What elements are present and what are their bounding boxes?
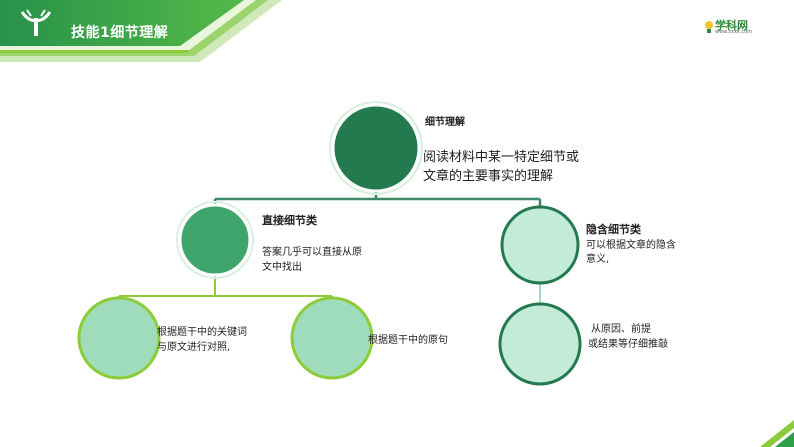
logo: 学科网 www.zxxk.com xyxy=(701,16,763,38)
root-description-line-1: 阅读材料中某一特定细节或 xyxy=(423,150,580,165)
direct-child-node-keyword xyxy=(77,296,161,380)
direct-title: 直接细节类 xyxy=(262,214,317,227)
implicit-node xyxy=(500,205,580,285)
logo-icon xyxy=(705,21,713,33)
root-node xyxy=(331,103,421,193)
direct-child-keyword-line-2: 与原文进行对照, xyxy=(157,342,231,353)
logo-text: 学科网 xyxy=(715,19,748,32)
root-description-line-2: 文章的主要事实的理解 xyxy=(423,169,554,184)
direct-node xyxy=(178,203,252,277)
page-title: 技能1细节理解 xyxy=(71,25,169,41)
logo-url: www.zxxk.com xyxy=(715,29,753,35)
direct-child-sentence-label: 根据题干中的原句 xyxy=(368,335,448,346)
implicit-child-line-2: 或结果等仔细推敲 xyxy=(588,339,668,350)
direct-child-keyword-line-1: 根据题干中的关键词 xyxy=(157,327,247,338)
implicit-title: 隐含细节类 xyxy=(586,223,641,236)
implicit-child-line-1: 从原因、前提 xyxy=(591,324,651,335)
direct-description-line-1: 答案几乎可以直接从原 xyxy=(262,247,362,258)
connector-direct xyxy=(118,270,333,306)
implicit-description-line-1: 可以根据文章的隐含 xyxy=(586,240,676,251)
direct-child-node-sentence xyxy=(290,296,374,380)
direct-description-line-2: 文中找出 xyxy=(262,262,302,273)
root-title: 细节理解 xyxy=(425,117,465,128)
implicit-child-node xyxy=(498,302,582,386)
implicit-description-line-2: 意义, xyxy=(586,254,610,265)
